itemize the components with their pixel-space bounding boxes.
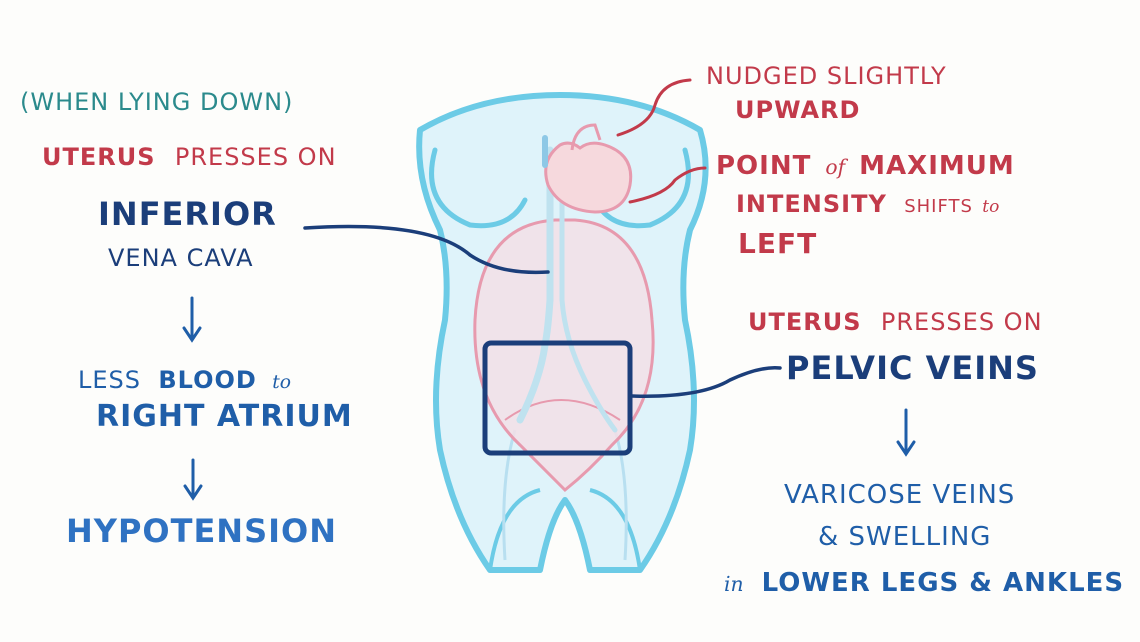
leg-inner-left <box>488 488 541 571</box>
leader-vena-cava <box>303 224 550 275</box>
uterus-caption-right: UTERUS PRESSES ON <box>748 310 1043 334</box>
down-arrow-icon <box>183 458 203 501</box>
swelling-label: & SWELLING <box>818 522 992 552</box>
pelvic-compression-box <box>482 340 633 456</box>
leg-inner-right <box>589 488 642 571</box>
right-atrium-label: RIGHT ATRIUM <box>96 399 353 434</box>
heart-vessel <box>570 123 602 151</box>
left-label: LEFT <box>738 227 818 260</box>
to-label: to <box>272 372 291 393</box>
uterus-label: UTERUS <box>42 143 156 171</box>
uterus-illustration <box>473 146 655 493</box>
point-label: POINT <box>716 151 812 181</box>
heart-shape <box>544 141 633 214</box>
pmi-line2: INTENSITY SHIFTS to <box>736 192 999 216</box>
uterus-label-right: UTERUS <box>748 308 862 336</box>
note-lying-down: (WHEN LYING DOWN) <box>20 88 294 116</box>
shifts-label: SHIFTS <box>904 196 973 217</box>
less-blood-line: LESS BLOOD to <box>78 368 291 393</box>
presses-on-label-right: PRESSES ON <box>880 308 1043 336</box>
of-label: of <box>825 155 846 179</box>
leader-heart-upward <box>616 78 692 137</box>
vessel-name-line1: INFERIOR <box>98 195 277 233</box>
vessel-name-line2: VENA CAVA <box>108 244 254 272</box>
leader-heart-pmi <box>628 166 707 204</box>
nudged-line1: NUDGED SLIGHTLY <box>706 62 947 90</box>
intensity-label: INTENSITY <box>736 190 887 218</box>
in-label: in <box>724 572 744 596</box>
vein-left-leg <box>502 429 517 561</box>
varicose-label: VARICOSE VEINS <box>784 480 1016 510</box>
aorta <box>559 147 618 433</box>
presses-on-label: PRESSES ON <box>174 143 337 171</box>
leader-pelvic-veins <box>630 366 782 398</box>
uterus-caption-left: UTERUS PRESSES ON <box>42 145 337 169</box>
down-arrow-icon <box>182 296 202 343</box>
breast-right <box>592 147 691 229</box>
lower-legs-line: in LOWER LEGS & ANKLES <box>724 570 1124 596</box>
less-label: LESS <box>78 366 142 394</box>
nudged-line2: UPWARD <box>735 96 861 124</box>
blood-label: BLOOD <box>158 366 257 394</box>
down-arrow-icon <box>896 408 916 457</box>
uterus-inner-fold <box>504 399 621 421</box>
breast-left <box>429 147 528 229</box>
lower-legs-label: LOWER LEGS & ANKLES <box>761 568 1125 598</box>
pelvic-veins-label: PELVIC VEINS <box>786 349 1039 387</box>
hypotension-label: HYPOTENSION <box>66 512 338 550</box>
maximum-label: MAXIMUM <box>859 151 1015 181</box>
heart-illustration <box>542 123 633 214</box>
vein-right-leg <box>613 429 628 561</box>
to-label-pmi: to <box>982 197 1000 217</box>
pmi-line1: POINT of MAXIMUM <box>716 153 1015 179</box>
